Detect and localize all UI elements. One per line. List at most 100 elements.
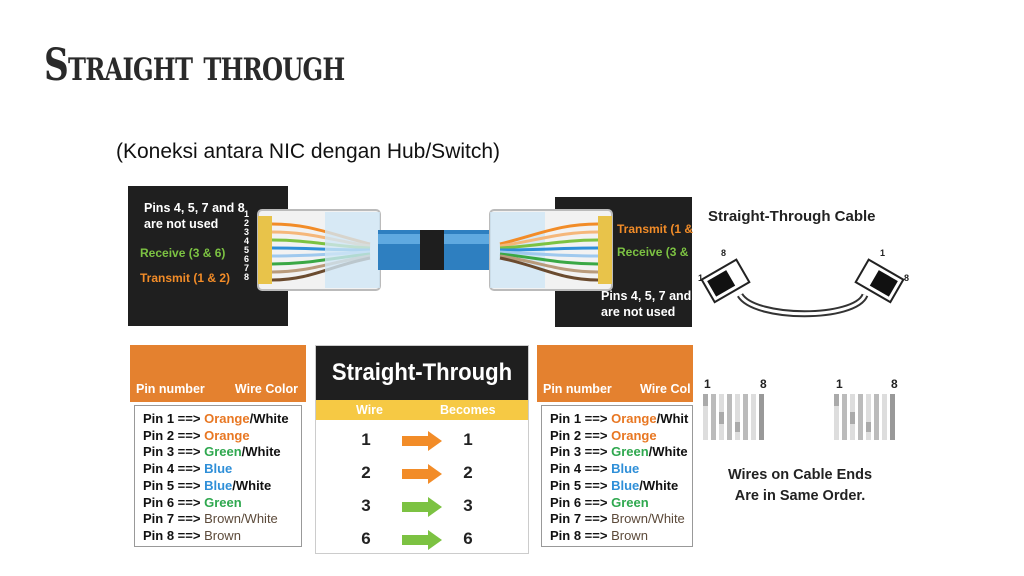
ends-right-pin-8: 8 <box>891 377 898 391</box>
right-header-color: Wire Col <box>640 382 691 396</box>
pin-prefix: Pin 3 ==> <box>143 444 205 460</box>
pin-prefix: Pin 6 ==> <box>143 494 205 510</box>
pin-color: Orange <box>204 427 250 443</box>
pin-prefix: Pin 8 ==> <box>143 527 205 543</box>
pin-color-suffix: /White <box>241 444 281 460</box>
left-note-line2: are not used <box>144 217 219 231</box>
pin-color: Blue <box>611 461 640 477</box>
straight-through-subheader: Wire Becomes <box>316 400 528 420</box>
pin-color: Orange <box>611 427 657 443</box>
ends-right-pin-1: 1 <box>836 377 843 391</box>
pin-color: Brown <box>204 527 241 543</box>
pin-color: Brown <box>611 527 648 543</box>
pin-color-suffix: /White <box>249 411 289 426</box>
pin-row: Pin 8 ==> Brown <box>550 528 684 545</box>
pin-prefix: Pin 7 ==> <box>143 511 205 527</box>
left-receive-label: Receive (3 & 6) <box>140 246 226 260</box>
pin-color: Orange <box>204 411 250 426</box>
wire-number: 2 <box>361 463 371 482</box>
left-table-header: Pin number Wire Color <box>130 345 306 402</box>
becomes-number: 1 <box>463 430 473 449</box>
pin-color: Green <box>204 494 242 510</box>
wire-ends-left <box>703 394 764 440</box>
pin-prefix: Pin 2 ==> <box>143 427 205 443</box>
cable-illustration <box>257 209 613 291</box>
ends-left-pin-1: 1 <box>704 377 711 391</box>
plug-left-top: 8 <box>721 248 727 258</box>
right-pin-table: Pin number Wire Col Pin 1 ==> Orange/Whi… <box>537 345 693 551</box>
pin-color: Blue <box>204 461 233 477</box>
slide-title: Straight through <box>44 40 345 91</box>
right-panel-title: Straight-Through Cable <box>708 208 876 225</box>
pin-color-suffix: /Whit <box>656 411 689 426</box>
ends-left-pin-8: 8 <box>760 377 767 391</box>
wire-number: 6 <box>361 529 371 548</box>
right-transmit-label: Transmit (1 & <box>617 222 694 236</box>
pin-prefix: Pin 5 ==> <box>143 477 205 493</box>
right-receive-label: Receive (3 & <box>617 245 689 259</box>
plug-left-side: 1 <box>698 273 704 283</box>
pin-prefix: Pin 8 ==> <box>550 527 612 543</box>
pin-color: Brown <box>611 511 648 527</box>
pin-color-suffix: /White <box>240 511 278 527</box>
col-wire: Wire <box>356 403 383 417</box>
col-becomes: Becomes <box>440 403 496 417</box>
left-pin-table: Pin number Wire Color Pin 1 ==> Orange/W… <box>130 345 306 551</box>
becomes-number: 6 <box>463 529 473 548</box>
arrow-right-icon <box>402 530 442 550</box>
pin-row: Pin 4 ==> Blue <box>550 461 684 478</box>
pin-row: Pin 2 ==> Orange <box>550 428 684 445</box>
pin-color-suffix: /White <box>232 477 272 493</box>
wire-ends-right <box>834 394 895 440</box>
pin-color: Blue <box>611 477 640 493</box>
pin-prefix: Pin 1 ==> <box>143 411 205 426</box>
wire-number: 1 <box>361 430 371 449</box>
pin-row: Pin 6 ==> Green <box>550 495 684 512</box>
pin-row: Pin 3 ==> Green/White <box>143 444 293 461</box>
pin-color: Blue <box>204 477 233 493</box>
becomes-number: 3 <box>463 496 473 515</box>
pin-row: Pin 8 ==> Brown <box>143 528 293 545</box>
pin-color-suffix: /White <box>647 511 685 527</box>
pin-row: Pin 5 ==> Blue/White <box>550 478 684 495</box>
arrow-right-icon <box>402 497 442 517</box>
pin-row: Pin 1 ==> Orange/White <box>143 411 293 428</box>
pin-row: Pin 1 ==> Orange/Whit <box>550 411 688 428</box>
pin-prefix: Pin 2 ==> <box>550 427 612 443</box>
pin-row: Pin 2 ==> Orange <box>143 428 293 445</box>
pin-prefix: Pin 4 ==> <box>550 461 612 477</box>
right-table-header: Pin number Wire Col <box>537 345 693 402</box>
pin-color: Green <box>204 444 242 460</box>
pin-prefix: Pin 3 ==> <box>550 444 612 460</box>
wire-number: 3 <box>361 496 371 515</box>
wire-ends-caption: Wires on Cable Ends Are in Same Order. <box>727 467 873 504</box>
pin-color: Green <box>611 444 649 460</box>
right-note-line1: Pins 4, 5, 7 and <box>601 289 692 303</box>
pin-color: Orange <box>611 411 657 426</box>
pin-color: Brown <box>204 511 241 527</box>
left-header-pin: Pin number <box>136 382 205 396</box>
pin-row: Pin 5 ==> Blue/White <box>143 478 293 495</box>
pin-row: Pin 3 ==> Green/White <box>550 444 688 461</box>
left-pin-digits: 1 2 3 4 5 6 7 8 <box>244 209 250 282</box>
slide-subtitle: (Koneksi antara NIC dengan Hub/Switch) <box>116 140 501 163</box>
arrow-right-icon <box>402 464 442 484</box>
right-header-pin: Pin number <box>543 382 612 396</box>
pin-prefix: Pin 1 ==> <box>550 411 612 426</box>
cable-loop-drawing <box>700 258 905 318</box>
becomes-number: 2 <box>463 463 473 482</box>
pin-color-suffix: /White <box>639 477 679 493</box>
pin-row: Pin 4 ==> Blue <box>143 461 293 478</box>
straight-through-title: Straight-Through <box>316 346 528 400</box>
pin-prefix: Pin 6 ==> <box>550 494 612 510</box>
pin-prefix: Pin 4 ==> <box>143 461 205 477</box>
pin-color-suffix: /White <box>648 444 688 460</box>
arrow-right-icon <box>402 431 442 451</box>
pin-row: Pin 7 ==> Brown/White <box>143 511 293 528</box>
